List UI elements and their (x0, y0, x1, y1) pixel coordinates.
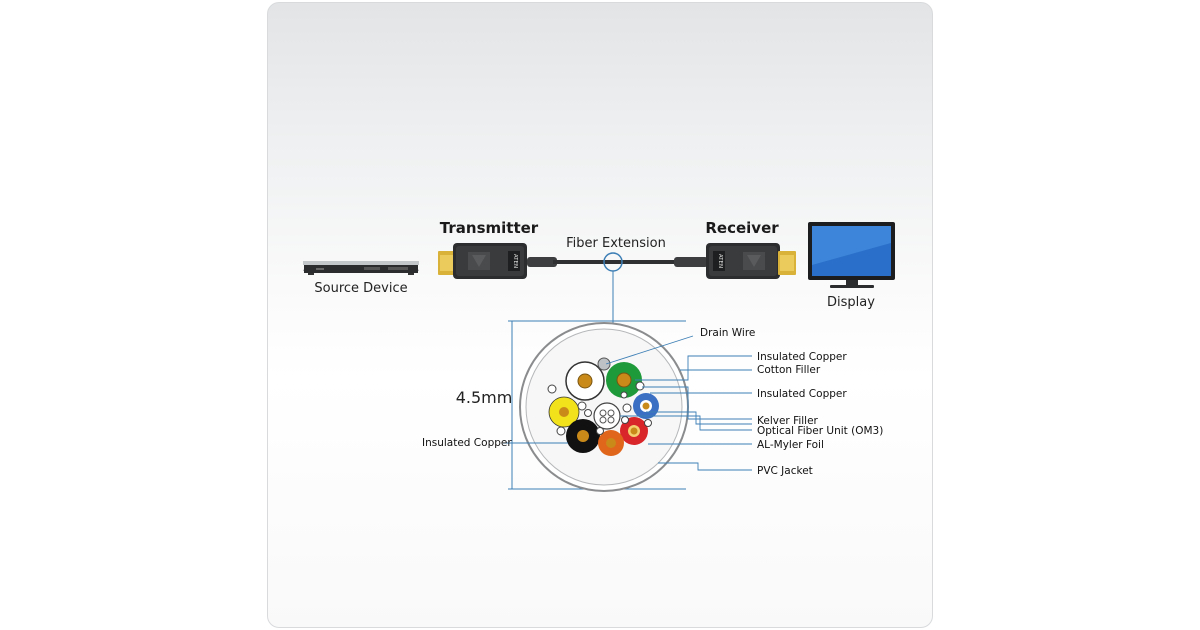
al-myler-foil-label: AL-Myler Foil (757, 439, 824, 451)
leader-lines (503, 335, 752, 471)
display-icon (808, 222, 895, 288)
drain-wire-label: Drain Wire (700, 327, 755, 339)
cotton-filler (565, 361, 605, 401)
optical-fiber-unit-label: Optical Fiber Unit (OM3) (757, 425, 883, 437)
receiver-icon (706, 243, 796, 279)
fiber-cable (527, 257, 708, 267)
conductor-yellow (548, 396, 580, 428)
conductor-orange (598, 430, 624, 456)
drain-wire (597, 357, 611, 371)
pvc-jacket-label: PVC Jacket (757, 465, 813, 477)
source-device-label: Source Device (314, 281, 407, 296)
optical-fiber-unit (593, 402, 621, 430)
fiber-extension-label: Fiber Extension (566, 236, 666, 251)
receiver-label: Receiver (705, 219, 779, 237)
insulated-copper-label-2: Insulated Copper (757, 388, 847, 400)
transmitter-brand: ATEN (512, 254, 518, 268)
conductor-black (566, 419, 600, 453)
insulated-copper-label-1: Insulated Copper (757, 351, 847, 363)
source-device-icon (303, 261, 419, 275)
receiver-brand: ATEN (717, 254, 723, 268)
transmitter-label: Transmitter (440, 219, 539, 237)
conductor-blue (633, 393, 659, 419)
transmitter-icon (438, 243, 527, 279)
conductor-red (620, 417, 648, 445)
conductor-green (606, 362, 642, 398)
kelver-filler (547, 381, 652, 436)
kelver-filler-label: Kelver Filler (757, 415, 819, 427)
diameter-label: 4.5mm (456, 388, 513, 407)
insulated-copper-left-label: Insulated Copper (422, 437, 512, 449)
cotton-filler-label: Cotton Filler (757, 364, 821, 376)
cable-diagram: Source Device Fiber Extension ATEN Trans… (303, 219, 895, 492)
diagram-card: Source Device Fiber Extension ATEN Trans… (267, 2, 933, 628)
display-label: Display (827, 295, 875, 310)
